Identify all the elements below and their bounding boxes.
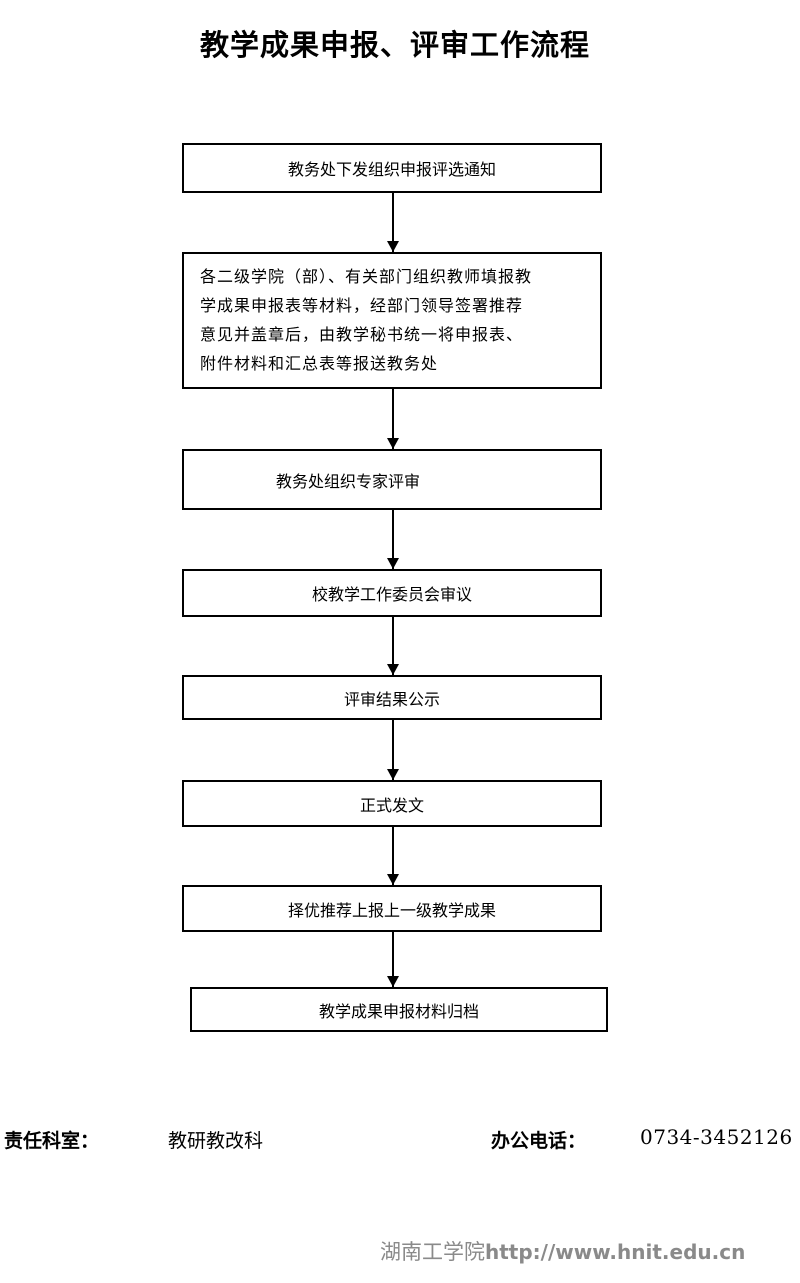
flow-step-8-text: 教学成果申报材料归档 — [318, 1001, 479, 1021]
phone-value: 0734-3452126 — [640, 1125, 793, 1149]
flow-step-3: 教务处组织专家评审 — [182, 449, 602, 510]
flow-step-4-text: 校教学工作委员会审议 — [311, 585, 472, 604]
flow-step-2-text: 各二级学院（部）、有关部门组织教师填报教 学成果申报表等材料，经部门领导签署推荐… — [200, 262, 532, 378]
flow-step-1-text: 教务处下发组织申报评选通知 — [287, 160, 496, 179]
watermark: 湖南工学院http://www.hnit.edu.cn — [380, 1236, 745, 1266]
flow-step-2: 各二级学院（部）、有关部门组织教师填报教 学成果申报表等材料，经部门领导签署推荐… — [182, 252, 602, 389]
flow-step-6: 正式发文 — [182, 780, 602, 827]
flow-step-6-text: 正式发文 — [359, 795, 424, 815]
phone-label: 办公电话： — [491, 1130, 587, 1152]
flow-step-3-text: 教务处组织专家评审 — [276, 471, 421, 491]
office-label: 责任科室： — [4, 1130, 100, 1152]
flow-step-2-line: 学成果申报表等材料，经部门领导签署推荐 — [200, 296, 524, 315]
office-value: 教研教改科 — [168, 1130, 264, 1152]
flow-step-2-line: 附件材料和汇总表等报送教务处 — [200, 354, 439, 373]
flow-step-4: 校教学工作委员会审议 — [182, 569, 602, 617]
flow-step-5: 评审结果公示 — [182, 675, 602, 720]
flow-step-1: 教务处下发组织申报评选通知 — [182, 143, 602, 193]
flow-step-2-line: 意见并盖章后，由教学秘书统一将申报表、 — [200, 325, 524, 344]
flow-step-5-text: 评审结果公示 — [343, 689, 440, 709]
flow-step-8: 教学成果申报材料归档 — [190, 987, 608, 1032]
watermark-name: 湖南工学院 — [380, 1240, 485, 1264]
flow-step-2-line: 各二级学院（部）、有关部门组织教师填报教 — [200, 267, 533, 286]
watermark-url: http://www.hnit.edu.cn — [485, 1240, 746, 1264]
flow-step-7-text: 择优推荐上报上一级教学成果 — [287, 900, 496, 920]
flow-step-7: 择优推荐上报上一级教学成果 — [182, 885, 602, 932]
page-title: 教学成果申报、评审工作流程 — [199, 28, 590, 62]
